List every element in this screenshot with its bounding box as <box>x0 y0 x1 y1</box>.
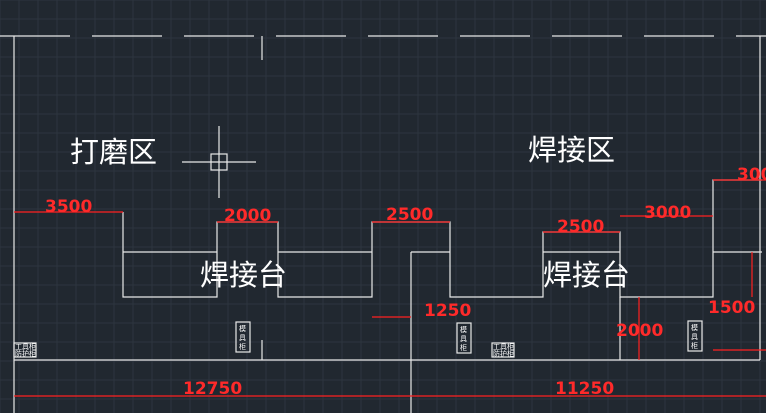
tool-cabinet-left: 工具柜 防护柜 <box>13 342 37 358</box>
svg-text:具: 具 <box>239 334 246 342</box>
dimension-lines <box>14 179 766 397</box>
svg-text:柜: 柜 <box>691 341 698 350</box>
zone-label-welding: 焊接区 <box>528 133 615 167</box>
top-dashed-wall <box>0 35 766 413</box>
bench-label-right: 焊接台 <box>543 258 630 292</box>
dim-12750: 12750 <box>183 379 242 399</box>
svg-text:模: 模 <box>460 325 467 334</box>
dim-11250: 11250 <box>555 379 614 399</box>
dim-1500: 1500 <box>708 298 755 318</box>
dim-3000: 3000 <box>644 203 691 223</box>
svg-text:模: 模 <box>239 324 246 333</box>
svg-text:具: 具 <box>691 333 698 341</box>
svg-text:柜: 柜 <box>239 342 246 351</box>
dim-1250: 1250 <box>424 301 471 321</box>
svg-text:防护柜: 防护柜 <box>493 349 514 358</box>
svg-text:防护柜: 防护柜 <box>15 349 36 358</box>
dim-300-partial: 300 <box>737 165 766 185</box>
crosshair-cursor-icon <box>182 126 256 198</box>
dim-3500: 3500 <box>45 197 92 217</box>
dim-2000-top: 2000 <box>224 206 271 226</box>
fixture-cabinet-1: 模 具 柜 <box>235 321 251 353</box>
bench-label-left: 焊接台 <box>200 258 287 292</box>
svg-text:具: 具 <box>460 335 467 343</box>
svg-text:工具柜: 工具柜 <box>15 342 36 351</box>
dim-2000-vertical: 2000 <box>616 321 663 341</box>
svg-text:模: 模 <box>691 323 698 332</box>
tool-cabinet-mid: 工具柜 防护柜 <box>491 342 515 358</box>
svg-text:工具柜: 工具柜 <box>493 342 514 351</box>
zone-label-grinding: 打磨区 <box>70 135 157 169</box>
dim-2500-b: 2500 <box>557 217 604 237</box>
fixture-cabinet-3: 模 具 柜 <box>687 320 703 352</box>
svg-text:柜: 柜 <box>460 343 467 352</box>
fixture-cabinet-2: 模 具 柜 <box>456 322 472 354</box>
dim-2500-a: 2500 <box>386 205 433 225</box>
